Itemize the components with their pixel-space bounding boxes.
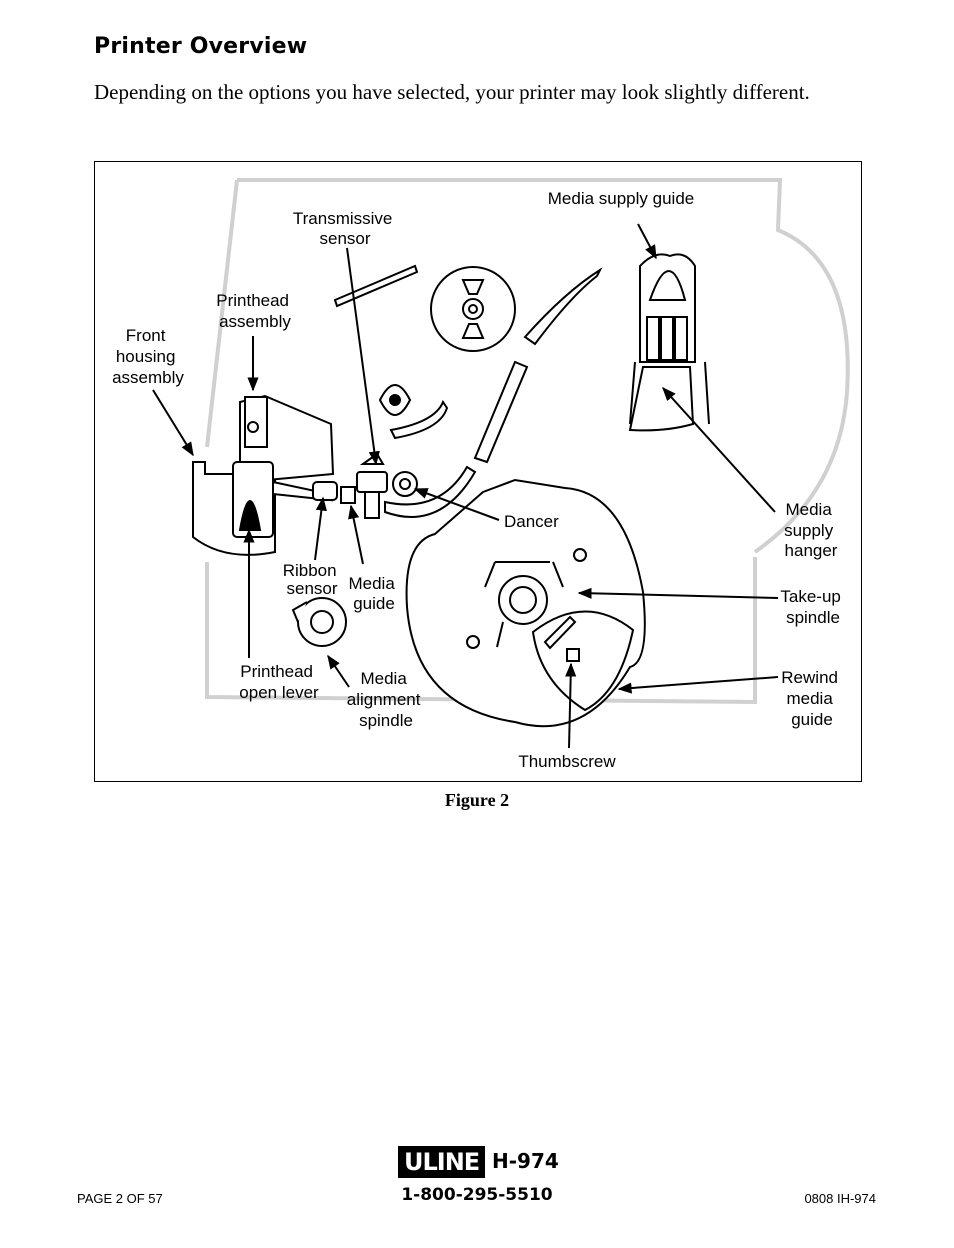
sensor-parts bbox=[312, 452, 388, 519]
label-printhead-assembly: Printhead assembly bbox=[216, 291, 294, 331]
label-media-alignment-spindle: Media alignment spindle bbox=[347, 669, 425, 730]
label-dancer: Dancer bbox=[504, 512, 559, 531]
media-alignment-spindle-part bbox=[291, 597, 347, 647]
label-thumbscrew: Thumbscrew bbox=[518, 752, 616, 771]
label-ribbon-sensor: Ribbon sensor bbox=[283, 561, 342, 598]
page-number: PAGE 2 OF 57 bbox=[77, 1191, 163, 1206]
printer-diagram-figure: Front housing assembly Transmissive sens… bbox=[94, 161, 862, 782]
phone-number: 1-800-295-5510 bbox=[401, 1185, 553, 1205]
label-media-supply-guide: Media supply guide bbox=[548, 189, 694, 208]
figure-caption: Figure 2 bbox=[444, 790, 510, 810]
printer-diagram: Front housing assembly Transmissive sens… bbox=[112, 178, 850, 771]
rewind-plate-part bbox=[405, 478, 646, 728]
label-media-guide: Media guide bbox=[348, 574, 399, 613]
label-take-up-spindle: Take-up spindle bbox=[780, 587, 845, 627]
callout-arrows bbox=[152, 223, 779, 749]
diagram-labels: Front housing assembly Transmissive sens… bbox=[112, 189, 845, 771]
intro-paragraph: Depending on the options you have select… bbox=[94, 80, 810, 104]
uline-logo: ULINE bbox=[398, 1146, 486, 1178]
document-code: 0808 IH-974 bbox=[804, 1191, 876, 1206]
label-rewind-media-guide: Rewind media guide bbox=[781, 668, 842, 729]
model-number: H-974 bbox=[492, 1149, 559, 1173]
page-title: Printer Overview bbox=[94, 34, 308, 59]
label-front-housing: Front housing assembly bbox=[112, 326, 184, 387]
media-supply-spindle-part bbox=[430, 266, 516, 352]
label-printhead-open-lever: Printhead open lever bbox=[239, 662, 319, 702]
label-media-supply-hanger: Media supply hanger bbox=[784, 500, 838, 560]
label-transmissive-sensor: Transmissive sensor bbox=[293, 209, 397, 248]
media-path-lines bbox=[333, 264, 603, 518]
printhead-assembly-part bbox=[232, 394, 335, 538]
media-supply-hanger-part bbox=[628, 253, 710, 432]
knob-part bbox=[378, 384, 412, 416]
